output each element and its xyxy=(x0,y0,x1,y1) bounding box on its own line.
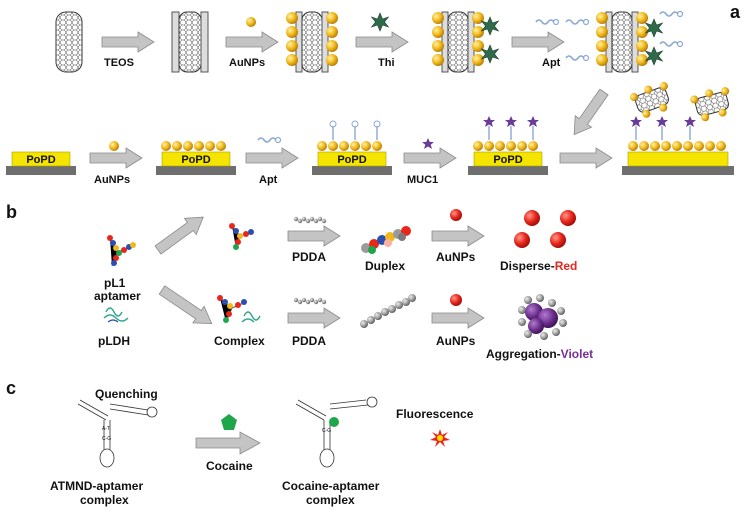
fluorescence-burst-icon xyxy=(430,429,450,447)
electrode-bare: PoPD xyxy=(6,151,76,175)
duplex-label: Duplex xyxy=(365,259,405,273)
thionine-icon xyxy=(371,12,389,32)
aunps-label-lower: AuNPs xyxy=(436,334,476,348)
arrow-pdda-lower xyxy=(287,307,341,329)
panel-label-b: b xyxy=(6,202,17,222)
arrow-thi xyxy=(355,31,409,53)
left-complex-line1: ATMND-aptamer xyxy=(50,479,143,493)
red-aunp-icon xyxy=(450,209,462,221)
muc1-icon xyxy=(422,138,434,149)
arrow-muc1 xyxy=(403,147,457,169)
result-top-label: Disperse-Red xyxy=(500,259,577,273)
pdda-label-lower: PDDA xyxy=(292,334,326,348)
electrode-label: PoPD xyxy=(26,154,55,166)
aptamer-icon-2 xyxy=(257,136,282,144)
aptamer-junction-left: A-T C-G xyxy=(77,399,158,468)
panel-label-c: c xyxy=(6,378,16,398)
svg-text:C-G: C-G xyxy=(102,436,111,442)
nanotube-aptamer xyxy=(565,10,684,73)
arrow-aunps-lower xyxy=(431,307,485,329)
pdda-aptamer-chain xyxy=(360,294,416,328)
electrode-label-2: PoPD xyxy=(181,154,210,166)
right-complex-line2: complex xyxy=(306,493,355,507)
result-bottom-color-word: Violet xyxy=(561,347,593,361)
arrow-aunps xyxy=(225,31,279,53)
complex-label: Complex xyxy=(214,334,265,348)
pl1-aptamer-structure xyxy=(107,235,136,267)
electrode-gold: PoPD xyxy=(156,141,236,175)
arrow-cocaine xyxy=(195,431,261,455)
step-label-muc1: MUC1 xyxy=(407,174,438,186)
right-complex-line1: Cocaine-aptamer xyxy=(282,479,380,493)
electrode-muc1: PoPD xyxy=(468,116,548,175)
arrow-apt-2 xyxy=(245,147,299,169)
arrow-diagonal xyxy=(573,88,609,136)
complex-structure xyxy=(217,295,261,323)
fluorescence-label: Fluorescence xyxy=(396,407,474,421)
nanotube-gold xyxy=(286,11,338,73)
left-complex-line2: complex xyxy=(80,493,129,507)
electrode-label-3: PoPD xyxy=(337,154,366,166)
electrode-aptamer: PoPD xyxy=(312,120,392,175)
step-label-aunps-2: AuNPs xyxy=(94,174,130,186)
svg-text:C-G: C-G xyxy=(322,428,331,434)
pdda-chain-lower xyxy=(293,297,327,305)
nanotube-silica xyxy=(171,11,209,73)
arrow-apt xyxy=(511,31,565,53)
duplex-structure xyxy=(361,226,411,254)
arrow-aunps-2 xyxy=(89,147,143,169)
quenching-label: Quenching xyxy=(95,387,158,401)
result-top-color-word: Red xyxy=(555,259,578,273)
aggregated-violet-cluster xyxy=(518,294,567,340)
pl1-label-line2: aptamer xyxy=(94,289,141,303)
aunps-label-upper: AuNPs xyxy=(436,250,476,264)
pdda-chain-upper xyxy=(293,216,327,224)
arrow-teos xyxy=(101,31,155,53)
free-aptamer-upper xyxy=(229,223,255,250)
step-label-thi: Thi xyxy=(378,57,395,69)
result-bottom-label: Aggregation-Violet xyxy=(486,347,593,361)
result-top-prefix: Disperse- xyxy=(500,259,555,273)
pl1-label-line1: pL1 xyxy=(104,276,126,290)
panel-label-a: a xyxy=(730,2,741,22)
step-label-aunps: AuNPs xyxy=(229,57,265,69)
cocaine-arrow-label: Cocaine xyxy=(206,459,253,473)
red-aunp-icon-2 xyxy=(450,294,462,306)
pdda-label-upper: PDDA xyxy=(292,250,326,264)
electrode-final xyxy=(622,82,734,175)
arrow-pdda-upper xyxy=(287,225,341,247)
pldh-structure xyxy=(103,307,129,323)
step-label-apt: Apt xyxy=(542,57,561,69)
electrode-label-4: PoPD xyxy=(493,154,522,166)
cocaine-icon xyxy=(221,414,237,430)
step-label-teos: TEOS xyxy=(104,57,134,69)
aunp-icon xyxy=(246,17,256,27)
nanotube-thionine xyxy=(432,11,499,73)
aptamer-icon xyxy=(535,18,560,26)
aunp-icon-2 xyxy=(109,141,119,151)
svg-text:A-T: A-T xyxy=(102,426,110,432)
arrow-upper-diagonal xyxy=(154,216,204,255)
arrow-aunps-upper xyxy=(431,225,485,247)
pldh-label: pLDH xyxy=(98,334,130,348)
aptamer-junction-right: C-G xyxy=(295,396,378,468)
dispersed-red-particles xyxy=(514,210,576,248)
arrow-lower-diagonal xyxy=(158,285,213,324)
step-label-apt-2: Apt xyxy=(259,174,278,186)
result-bottom-prefix: Aggregation- xyxy=(486,347,561,361)
nanotube-plain xyxy=(55,11,83,73)
arrow-final xyxy=(559,147,613,169)
